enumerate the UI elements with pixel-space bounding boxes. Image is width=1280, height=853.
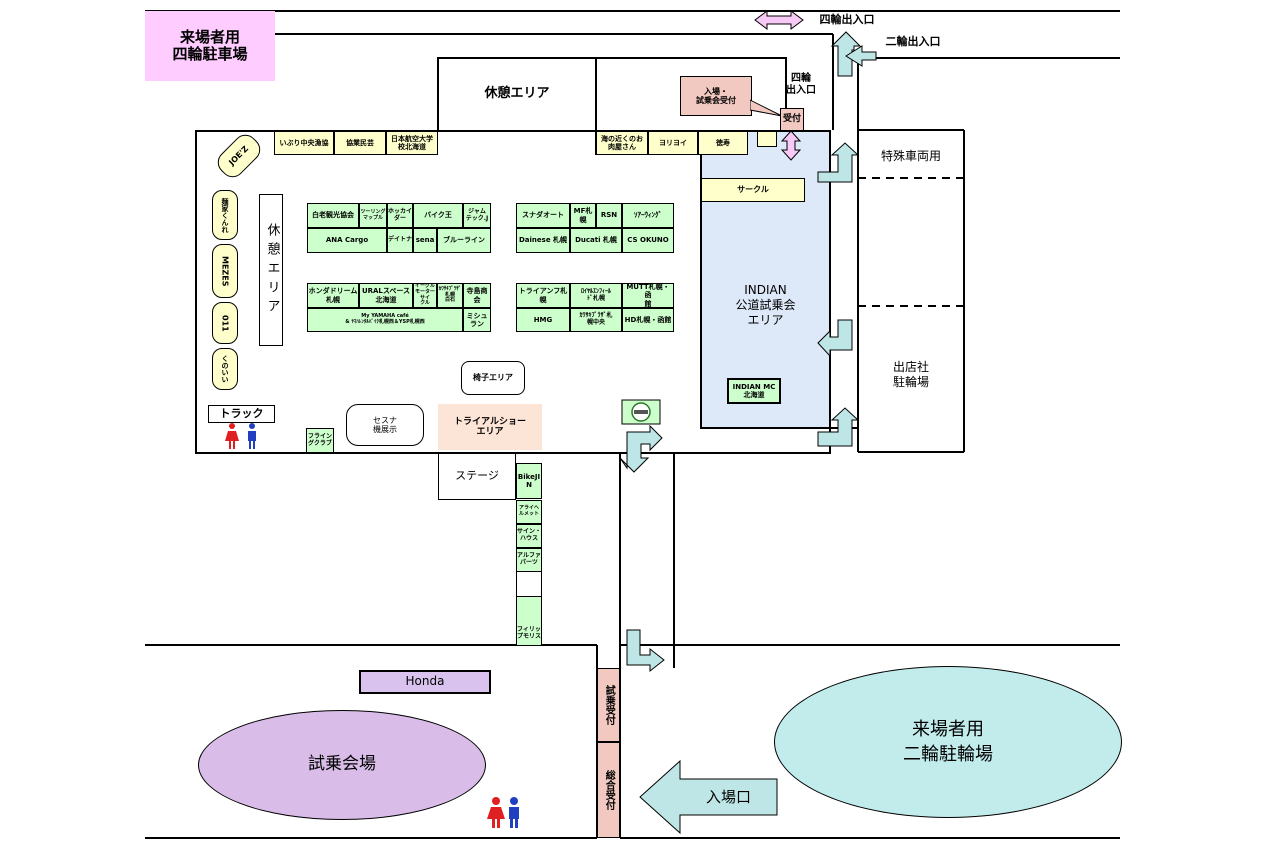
booth-b2-r2-1: Dainese 札幌 — [516, 228, 570, 253]
reception-booth: 受付 — [780, 108, 804, 131]
entrance-label: 入場口 — [705, 787, 751, 806]
entrance-arrow-icon — [639, 759, 778, 835]
booth-b1-r1-1: 白老観光協会 — [307, 203, 359, 228]
booth-stage-4: アルファ パーツ — [516, 548, 542, 572]
booth-b3-r2-2: ミシュ ラン — [463, 308, 491, 332]
flying-club-booth: フライン グクラブ — [306, 428, 334, 453]
special-vehicle-label: 特殊車両用 — [880, 148, 941, 163]
circle-booth: サークル — [701, 178, 805, 202]
restroom-icon — [225, 423, 256, 449]
bike-parking: 来場者用 二輪駐輪場 — [774, 666, 1122, 818]
double-arrow-icon-vertical — [780, 130, 802, 161]
booth-b1-r1-5: ジャム テック.J — [463, 203, 491, 228]
booth-top-3: 日本航空大学 校北海道 — [386, 131, 438, 155]
booth-left-5: くのいい — [212, 348, 238, 390]
stage-side-gap — [516, 572, 542, 596]
booth-top-6: 徳寿 — [698, 131, 748, 155]
booth-stage-2: アライヘ ルメット — [516, 500, 542, 524]
booth-b2-r2-3: CS OKUNO — [622, 228, 674, 253]
booth-b3-r2-1: My YAMAHA café & ﾔﾏﾊﾚﾝﾀﾙﾊﾞｲｸ札幌西＆YSP札幌西 — [307, 308, 463, 332]
booth-stage-1: BikeJI N — [516, 463, 542, 499]
callout-pointer — [750, 99, 783, 117]
booth-left-2: 麺家くんれ — [212, 190, 238, 240]
booth-b4-r2-1: HMG — [516, 308, 570, 332]
booth-top-1: いぶり中央漁協 — [274, 131, 334, 155]
turn-arrow-icon — [619, 31, 877, 673]
indian-area-label: INDIAN 公道試乗会 エリア — [735, 282, 796, 327]
rest-area-top: 休憩エリア — [484, 86, 550, 102]
trial-show-area: トライアルショー エリア — [438, 404, 542, 450]
booth-b1-r2-2: デイトナ — [387, 228, 413, 253]
test-ride-venue: 試乗会場 — [198, 710, 486, 820]
booth-b2-r1-3: RSN — [596, 203, 622, 228]
exhibitor-parking-label: 出店社 駐輪場 — [892, 360, 929, 389]
booth-b4-r2-2: ｶﾜｻｷﾌﾟﾗｻﾞ札 幌中央 — [570, 308, 622, 332]
booth-b2-r1-2: MF札 幌 — [570, 203, 596, 228]
booth-b3-r1-2: URALスペース 北海道 — [359, 283, 413, 308]
four-wheel-gate-label: 四輪出入口 — [819, 13, 875, 27]
booth-b3-r1-1: ホンダドリーム 札幌 — [307, 283, 359, 308]
double-arrow-icon — [754, 10, 804, 30]
booth-b3-r1-5: 寺島商 会 — [463, 283, 491, 308]
rest-area-left: 休憩エリア — [259, 194, 283, 346]
stage: ステージ — [438, 453, 516, 500]
booth-top-5: ヨリヨイ — [648, 131, 698, 155]
cessna-display: セスナ 機展示 — [346, 404, 424, 446]
booth-b1-r1-2: ツーリング マップル — [359, 203, 387, 228]
booth-b4-r1-2: ﾛｲﾔﾙｴﾝﾌｨｰﾙ ﾄﾞ札幌 — [570, 283, 622, 308]
booth-b1-r2-4: ブルーライン — [437, 228, 491, 253]
special-vehicle-zone — [857, 177, 964, 307]
booth-top-2: 協業民芸 — [334, 131, 386, 155]
booth-stage-3: サイン・ ハウス — [516, 524, 542, 548]
booth-b1-r1-4: バイク王 — [413, 203, 463, 228]
track-area: トラック — [208, 405, 275, 423]
booth-b2-r1-1: スナダオート — [516, 203, 570, 228]
general-reception: 総合受付 — [597, 742, 620, 838]
test-ride-reception: 試乗受付 — [597, 668, 620, 742]
booth-b1-r1-3: ホッカイ ダー — [387, 203, 413, 228]
booth-b4-r2-3: HD札幌・函館 — [622, 308, 674, 332]
booth-top-4: 海の近くのお 肉屋さん — [596, 131, 648, 155]
restroom-icon-bottom — [487, 797, 519, 828]
indian-mc-booth: INDIAN MC 北海道 — [727, 378, 781, 404]
honda-booth: Honda — [359, 670, 491, 694]
small-booth — [757, 131, 777, 147]
booth-b1-r2-3: sena — [413, 228, 437, 253]
booth-b4-r1-1: トライアンフ札 幌 — [516, 283, 570, 308]
car-parking: 来場者用 四輪駐車場 — [145, 11, 275, 81]
two-wheel-gate-label: 二輪出入口 — [885, 35, 941, 49]
booth-b3-r1-4: ｶﾜｻｷﾌﾟﾗｻﾞ 札幌 白石 — [437, 283, 463, 308]
booth-left-mezes: MEZES — [212, 244, 238, 298]
four-wheel-gate-small: 四輪 出入口 — [786, 72, 816, 97]
booth-b2-r2-2: Ducati 札幌 — [570, 228, 622, 253]
smoking-area-icon — [621, 399, 661, 425]
booth-b1-r2-1: ANA Cargo — [307, 228, 387, 253]
booth-b4-r1-3: MUTT札幌・函 館 — [622, 283, 674, 308]
chair-area: 椅子エリア — [461, 361, 525, 395]
booth-b2-r1-4: ｿｱｰｳｨﾝｸﾞ — [622, 203, 674, 228]
booth-stage-5: フィリッ プモリス — [516, 596, 542, 646]
entry-reception-callout: 入場・ 試乗会受付 — [680, 76, 752, 116]
booth-left-011: 011 — [212, 302, 238, 344]
booth-b3-r1-3: イーグル モーターサイ クル — [413, 283, 437, 308]
